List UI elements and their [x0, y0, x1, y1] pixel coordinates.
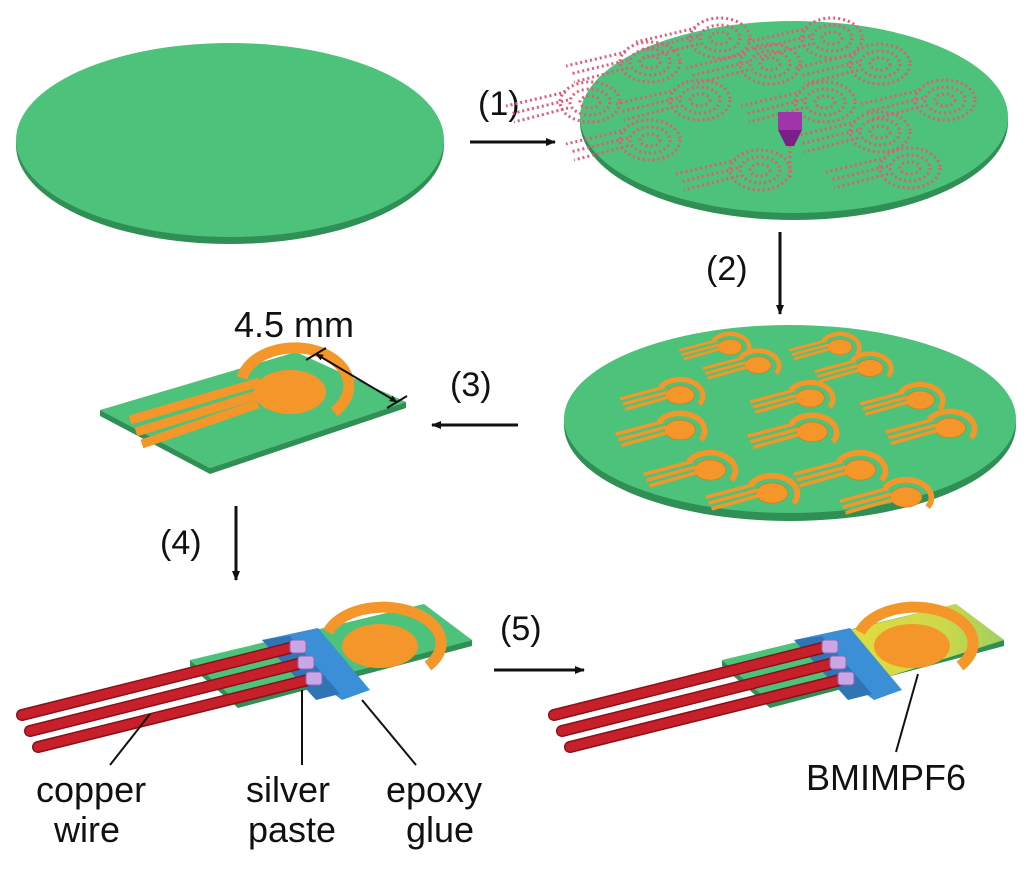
step-5-arrow: (5) — [494, 610, 585, 674]
step-2-label: (2) — [706, 250, 748, 288]
blank-substrate-disc — [16, 43, 444, 244]
ionic-liquid-device: BMIMPF6 — [548, 601, 1004, 798]
epoxy-glue-leader — [361, 699, 417, 766]
epoxy-label-line2: glue — [406, 809, 474, 850]
step-1-arrow: (1) — [470, 85, 556, 146]
silver-paste-final — [821, 639, 855, 686]
step-4-label: (4) — [160, 524, 202, 562]
copper-wires-final — [548, 640, 854, 753]
ionic-liquid-label: BMIMPF6 — [806, 757, 966, 798]
electrode-wafer-disc — [564, 325, 1016, 521]
copper-label-line1: copper — [36, 769, 146, 810]
copper-label-line2: wire — [53, 809, 120, 850]
step-2-arrow: (2) — [706, 232, 784, 315]
step-1-label: (1) — [478, 85, 520, 123]
epoxy-label-line1: epoxy — [386, 769, 482, 810]
silver-label-line1: silver — [246, 769, 330, 810]
ionic-liquid-leader — [895, 673, 919, 753]
step-3-arrow: (3) — [431, 366, 518, 429]
step-4-arrow: (4) — [160, 506, 240, 581]
nozzle-icon — [778, 112, 802, 180]
printed-substrate-disc — [504, 16, 1008, 220]
silver-label-line2: paste — [248, 809, 336, 850]
wired-device: copper wire silver paste epoxy glue — [16, 601, 482, 850]
dimension-label: 4.5 mm — [234, 304, 354, 345]
dimension-arrow — [305, 347, 408, 409]
silver-paste — [289, 639, 323, 686]
step-3-label: (3) — [450, 366, 492, 404]
step-5-label: (5) — [500, 610, 542, 648]
copper-wires — [16, 640, 322, 753]
copper-wire-leader — [109, 713, 151, 766]
single-electrode-chip: 4.5 mm — [100, 304, 408, 474]
